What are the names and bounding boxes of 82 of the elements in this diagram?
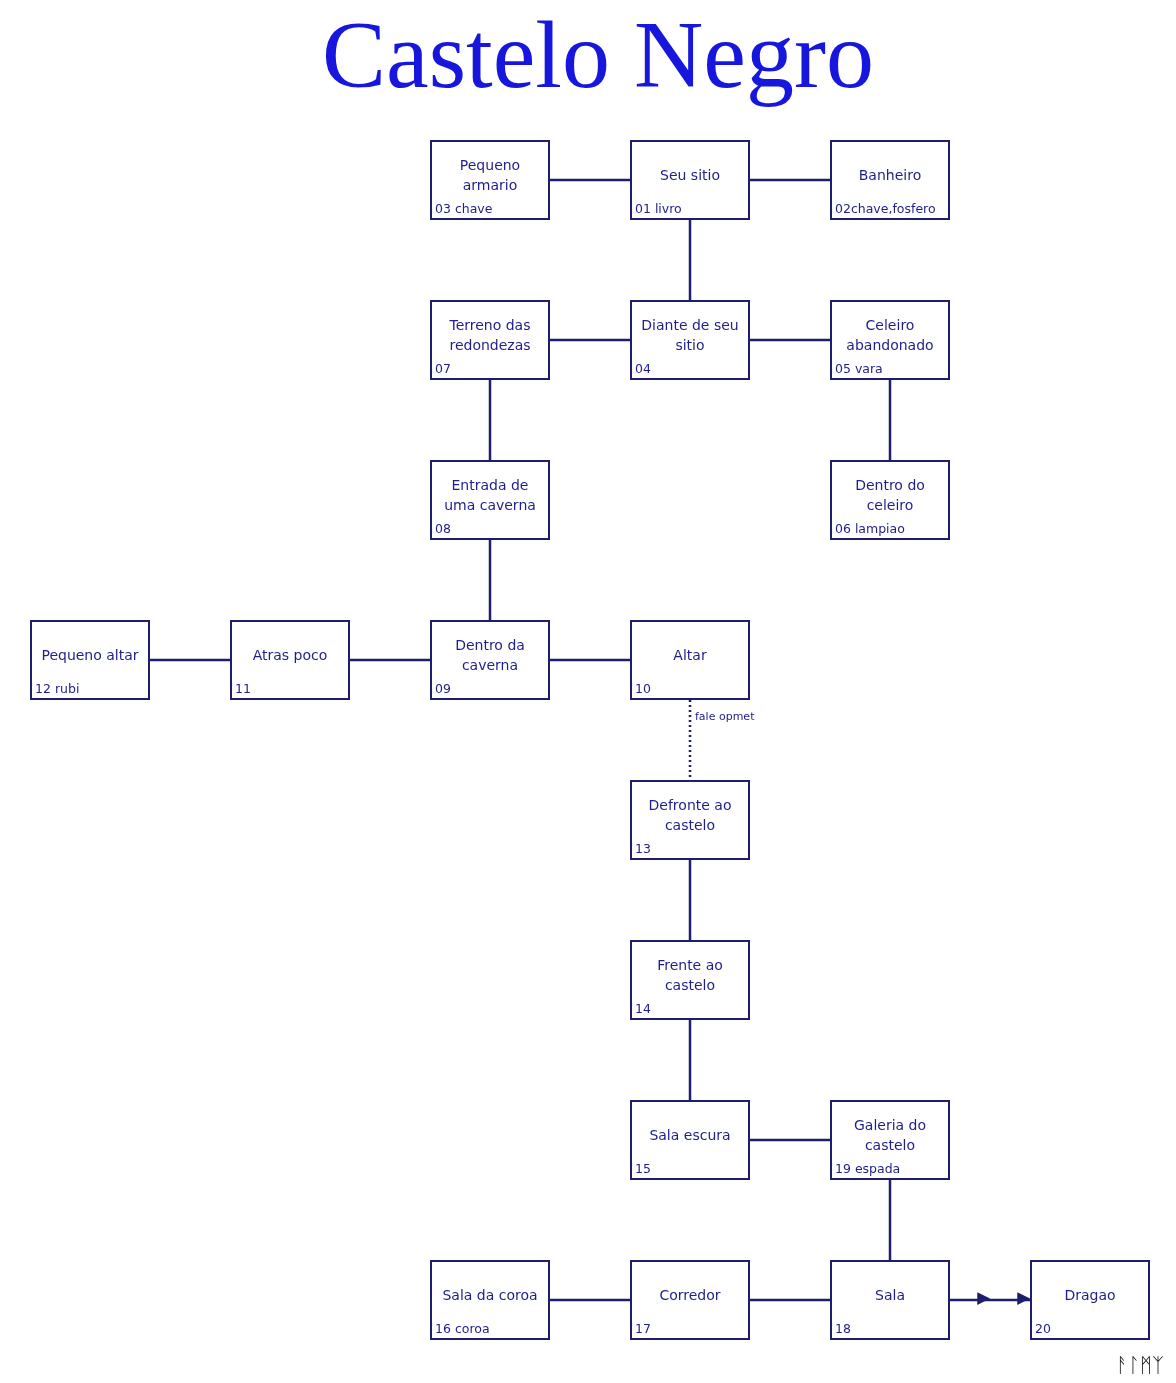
- room-number: 05 vara: [835, 361, 884, 376]
- connector-line: [750, 1298, 830, 1302]
- room-number: 04: [635, 361, 652, 376]
- room-box: [430, 620, 550, 700]
- connector-line: [888, 1180, 892, 1260]
- room-name: Sala escura: [649, 1125, 731, 1145]
- room-number: 02chave,fosfero: [835, 201, 937, 216]
- room-name: Dragao: [1064, 1285, 1116, 1305]
- connector-line: [488, 540, 492, 620]
- room-number: 19 espada: [835, 1161, 902, 1176]
- connector-line: [750, 1138, 830, 1142]
- room-number: 11: [235, 681, 252, 696]
- room-name: Pequeno armario: [458, 155, 522, 195]
- room-box: [830, 1260, 950, 1340]
- connector-line: [550, 658, 630, 662]
- connector-line: [888, 380, 892, 460]
- room-box: [430, 140, 550, 220]
- room-number: 18: [835, 1321, 852, 1336]
- room-name: Terreno das redondezas: [448, 315, 532, 355]
- connector-line: [550, 338, 630, 342]
- room-number: 14: [635, 1001, 652, 1016]
- title: Castelo Negro: [321, 0, 875, 110]
- arrow: [950, 1292, 1030, 1305]
- room-box: [230, 620, 350, 700]
- connector-line: [688, 700, 692, 780]
- room-name: Entrada de uma caverna: [443, 475, 537, 515]
- room-name: Dentro da caverna: [454, 635, 526, 675]
- room-box: [630, 140, 750, 220]
- room-name: Galeria do castelo: [852, 1115, 928, 1155]
- room-box: [830, 460, 950, 540]
- room-number: 17: [635, 1321, 652, 1336]
- room-box: [830, 1100, 950, 1180]
- room-number: 03 chave: [435, 201, 494, 216]
- room-box: [630, 940, 750, 1020]
- connector-line: [688, 1020, 692, 1100]
- room-number: 13: [635, 841, 652, 856]
- room-number: 12 rubi: [35, 681, 81, 696]
- room-name: Atras poco: [252, 645, 328, 665]
- edge-label: fale opmet: [694, 710, 756, 723]
- room-number: 20: [1035, 1321, 1052, 1336]
- room-name: Corredor: [659, 1285, 721, 1305]
- room-box: [630, 1260, 750, 1340]
- room-box: [430, 460, 550, 540]
- room-name: Banheiro: [858, 165, 922, 185]
- room-name: Dentro do celeiro: [854, 475, 926, 515]
- connector-line: [550, 178, 630, 182]
- room-name: Altar: [673, 645, 707, 665]
- room-number: 15: [635, 1161, 652, 1176]
- room-number: 07: [435, 361, 452, 376]
- connector-line: [350, 658, 430, 662]
- room-box: [30, 620, 150, 700]
- rune-signature: ᚨᛚᛗᛉ: [1116, 1353, 1164, 1377]
- room-box: [830, 300, 950, 380]
- room-number: 09: [435, 681, 452, 696]
- room-number: 10: [635, 681, 652, 696]
- room-name: Frente ao castelo: [656, 955, 724, 995]
- room-name: Seu sitio: [660, 165, 720, 185]
- connector-line: [750, 178, 830, 182]
- connector-line: [488, 380, 492, 460]
- room-number: 16 coroa: [435, 1321, 491, 1336]
- room-name: Sala da coroa: [442, 1285, 538, 1305]
- room-name: Pequeno altar: [41, 645, 139, 665]
- room-box: [1030, 1260, 1150, 1340]
- room-box: [430, 1260, 550, 1340]
- room-number: 01 livro: [635, 201, 683, 216]
- room-box: [630, 620, 750, 700]
- connector-line: [150, 658, 230, 662]
- connector-line: [550, 1298, 630, 1302]
- room-name: Celeiro abandonado: [845, 315, 935, 355]
- connector-line: [688, 860, 692, 940]
- room-box: [430, 300, 550, 380]
- connector-line: [750, 338, 830, 342]
- room-name: Sala: [875, 1285, 905, 1305]
- room-name: Diante de seu sitio: [640, 315, 740, 355]
- room-box: [630, 1100, 750, 1180]
- room-number: 06 lampiao: [835, 521, 906, 536]
- room-number: 08: [435, 521, 452, 536]
- room-box: [630, 300, 750, 380]
- room-box: [830, 140, 950, 220]
- room-name: Defronte ao castelo: [647, 795, 733, 835]
- room-box: [630, 780, 750, 860]
- connector-line: [688, 220, 692, 300]
